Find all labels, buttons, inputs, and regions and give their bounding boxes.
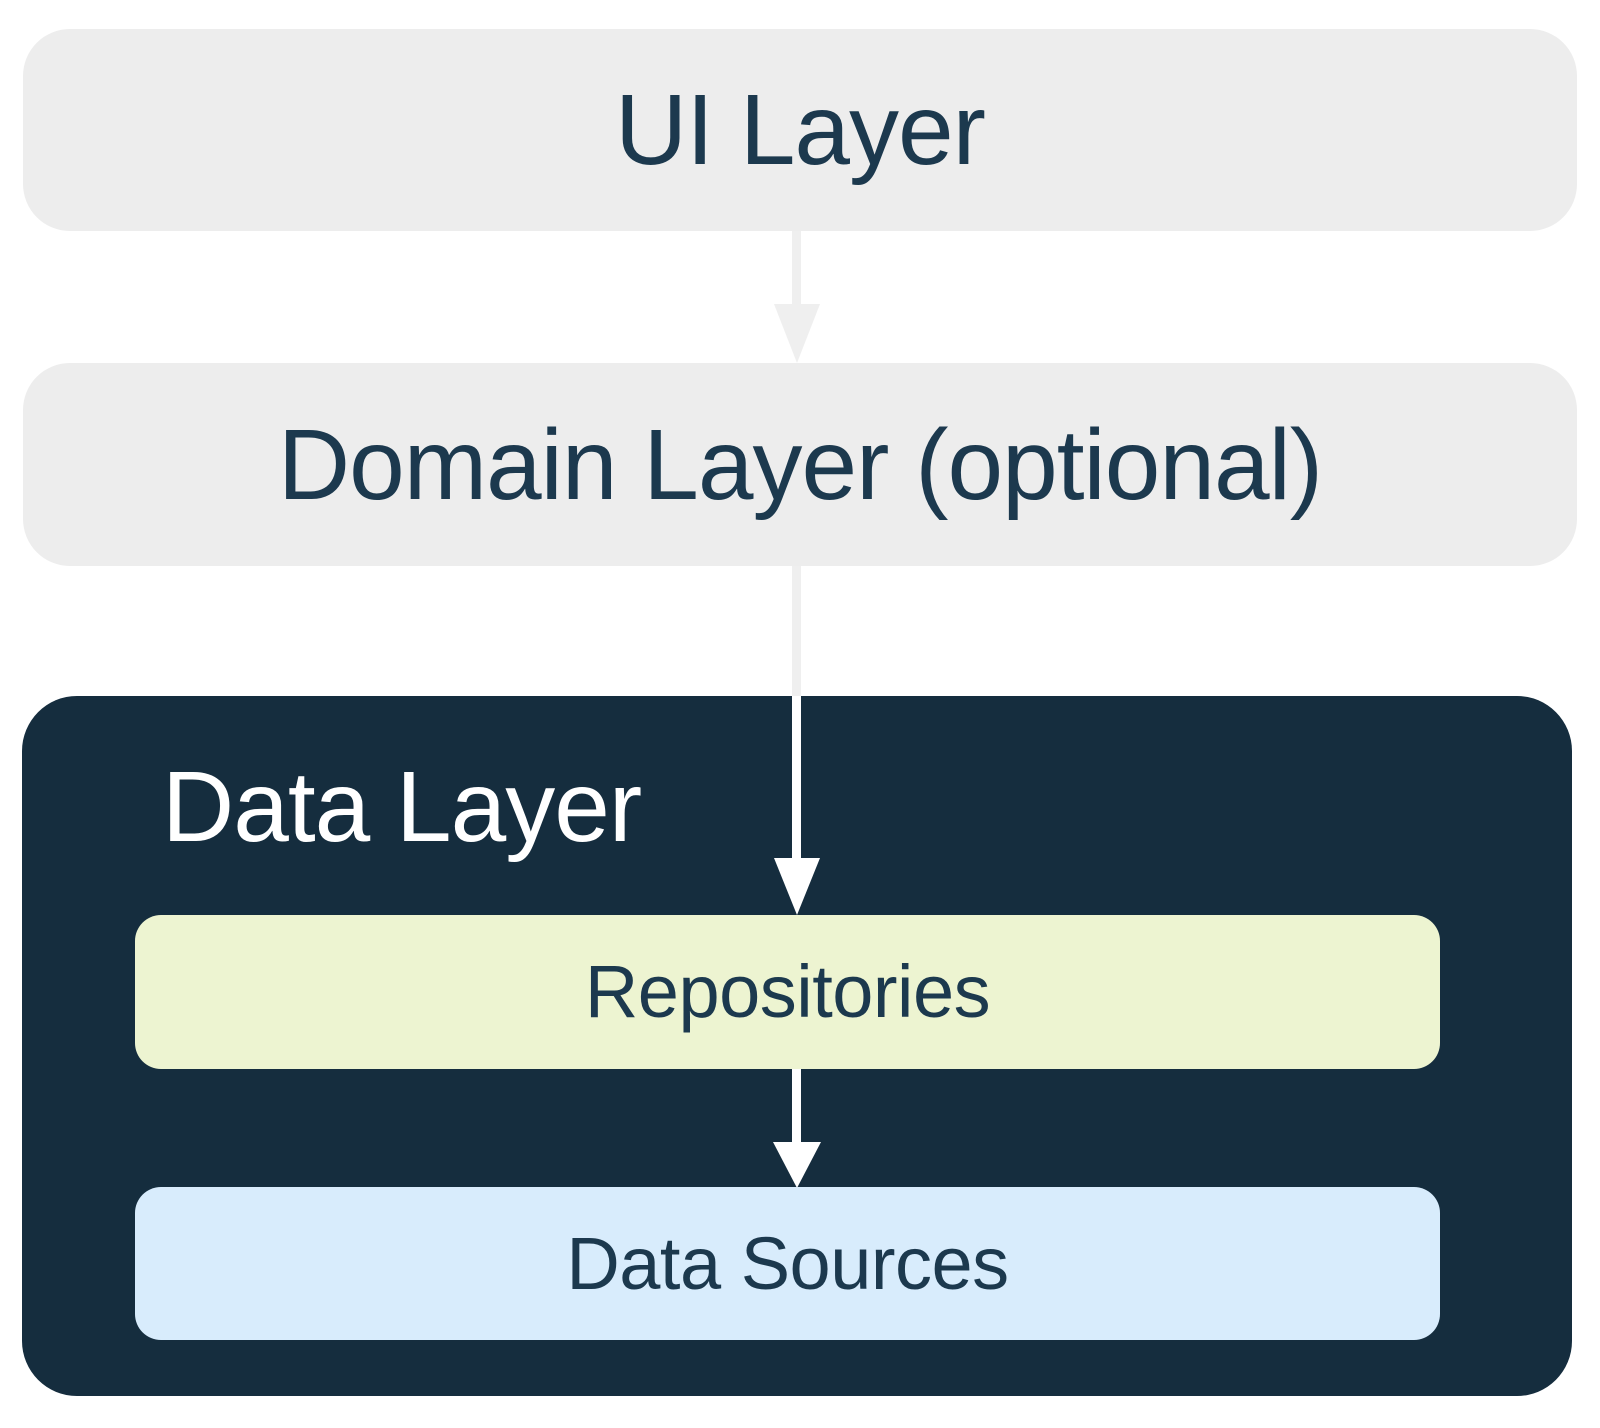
domain-layer-label: Domain Layer (optional) [277,408,1323,521]
arrow-repositories-to-datasources-head [773,1142,821,1188]
data-layer-label: Data Layer [162,751,642,863]
repositories-label: Repositories [584,950,991,1033]
arrow-domain-to-repositories-stem-outer [792,566,801,696]
arrow-ui-to-domain-stem [792,231,801,304]
arrow-domain-to-repositories-stem-inner [792,696,801,858]
ui-layer-box: UI Layer [23,29,1577,231]
ui-layer-label: UI Layer [615,74,986,186]
arrow-repositories-to-datasources-stem [792,1069,801,1142]
data-sources-box: Data Sources [135,1187,1440,1340]
data-sources-label: Data Sources [566,1221,1009,1305]
arrow-ui-to-domain-head [774,304,820,363]
repositories-box: Repositories [135,915,1440,1069]
arrow-domain-to-repositories-head [774,858,820,915]
domain-layer-box: Domain Layer (optional) [23,363,1577,566]
